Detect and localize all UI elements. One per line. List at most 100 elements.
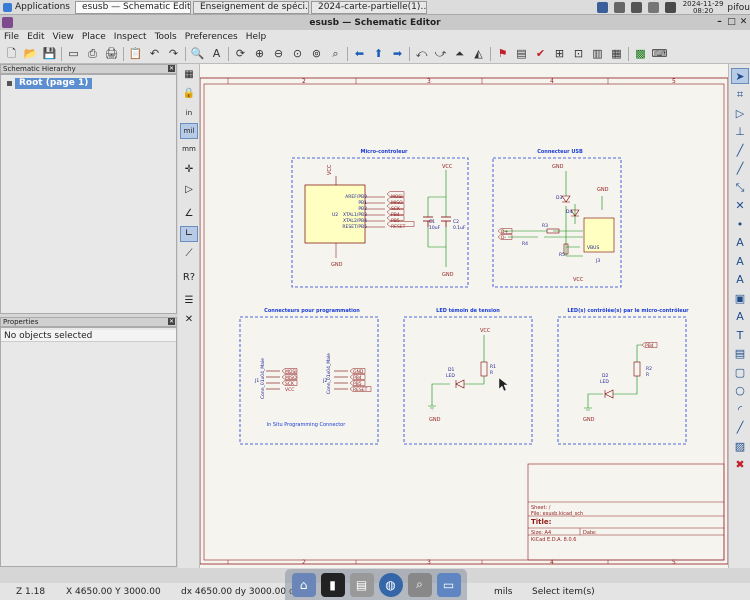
applications-menu[interactable]: Applications	[0, 0, 73, 15]
navigate-back-icon[interactable]: ⬅	[354, 47, 365, 60]
navigate-up-icon[interactable]: ⬆	[373, 47, 384, 60]
navigate-forward-icon[interactable]: ➡	[392, 47, 403, 60]
net-label-icon[interactable]: A	[736, 236, 744, 249]
new-icon[interactable]: 🗋	[7, 47, 16, 60]
menu-place[interactable]: Place	[81, 32, 106, 42]
home-folder-icon[interactable]: ⌂	[291, 572, 316, 597]
maximize-icon[interactable]: □	[727, 17, 736, 27]
window-titlebar[interactable]: esusb — Schematic Editor – □ ✕	[0, 15, 750, 30]
open-icon[interactable]: 📂	[23, 47, 38, 60]
line-mode-45-icon[interactable]: ⟋	[185, 248, 193, 259]
arc-icon[interactable]: ◜	[737, 402, 743, 416]
erc-icon[interactable]: ⚑	[497, 47, 508, 60]
task-document[interactable]: 2024-carte-partielle(1)…	[310, 0, 427, 14]
hier-label-icon[interactable]: A	[736, 273, 744, 286]
rectangle-icon[interactable]: ▢	[734, 365, 746, 379]
close-panel-icon[interactable]: ✕	[168, 318, 175, 325]
user-name[interactable]: pifou	[727, 2, 750, 13]
menu-file[interactable]: File	[4, 32, 20, 42]
browser-icon[interactable]: ◍	[378, 572, 403, 597]
title-block[interactable]: Sheet: / File: esusb.kicad_sch Title: Si…	[527, 463, 725, 561]
close-icon[interactable]: ✕	[739, 17, 748, 27]
mcu-symbol[interactable]: VCC AREF/PB0 PB1 PB2 XTAL1/PB3 XTAL2/PB4…	[304, 164, 415, 268]
zoom-out-icon[interactable]: ⊖	[273, 47, 284, 60]
no-connect-icon[interactable]: ✕	[735, 199, 745, 212]
battery-icon[interactable]	[664, 2, 676, 13]
bom-icon[interactable]: ▦	[611, 47, 622, 60]
cursor-shape-icon[interactable]: ✛	[184, 164, 194, 175]
footprint-assign-icon[interactable]: ▥	[592, 47, 603, 60]
keyboard-icon[interactable]	[613, 2, 625, 13]
units-mm-button[interactable]: mm	[182, 145, 196, 153]
page-setup-icon[interactable]: ▭	[68, 47, 79, 60]
add-symbol-icon[interactable]: ▷	[735, 106, 745, 120]
menu-help[interactable]: Help	[245, 32, 267, 42]
text-box-icon[interactable]: ▤	[734, 347, 746, 360]
global-label-icon[interactable]: A	[736, 254, 744, 268]
screen-icon[interactable]	[647, 2, 659, 13]
rotate-cw-icon[interactable]: ⤻	[434, 47, 447, 60]
add-bus-icon[interactable]: ╱	[736, 162, 744, 175]
erc-lock-icon[interactable]: 🔒	[182, 88, 196, 99]
grid-icon[interactable]: ▦	[184, 69, 194, 80]
led-power-circuit[interactable]: VCC R1 R D1 LED GND	[428, 328, 496, 423]
mirror-horizontal-icon[interactable]: ◭	[474, 47, 483, 60]
line-mode-free-icon[interactable]: ∠	[184, 208, 194, 219]
add-text-icon[interactable]: T	[736, 328, 744, 342]
add-wire-icon[interactable]: ╱	[736, 143, 744, 157]
clock[interactable]: 2024-11-29 08:20	[683, 0, 724, 15]
zoom-objects-icon[interactable]: ⊚	[311, 47, 322, 60]
find-icon[interactable]: 🔍	[190, 47, 205, 60]
minimize-icon[interactable]: –	[717, 17, 722, 27]
folder-icon[interactable]: ▭	[436, 572, 461, 597]
task-firefox[interactable]: Enseignement de spéci…	[192, 0, 309, 14]
erc-check-icon[interactable]: ✔	[535, 47, 546, 60]
symbol-editor-icon[interactable]: ⊞	[554, 47, 565, 60]
hierarchy-root-item[interactable]: Root (page 1)	[15, 78, 93, 89]
save-icon[interactable]: 💾	[42, 47, 57, 60]
import-sheet-pin-icon[interactable]: A	[736, 310, 744, 323]
annotate-toggle-icon[interactable]: R?	[182, 272, 196, 283]
task-kicad[interactable]: esusb — Schematic Editor	[74, 0, 191, 14]
delete-icon[interactable]: ✖	[735, 458, 745, 471]
tools-icon[interactable]: ✕	[184, 314, 194, 325]
pcb-editor-icon[interactable]: ▩	[635, 47, 646, 60]
zoom-area-icon[interactable]: ⌕	[332, 47, 339, 60]
units-mil-button[interactable]: mil	[180, 123, 198, 139]
block-programming[interactable]	[239, 316, 379, 445]
select-arrow-icon[interactable]: ➤	[731, 68, 749, 84]
menu-edit[interactable]: Edit	[27, 32, 45, 42]
properties-panel-icon[interactable]: ☰	[184, 295, 194, 306]
files-icon[interactable]: ▤	[349, 572, 374, 597]
highlight-net-icon[interactable]: ⌗	[736, 88, 744, 101]
menu-view[interactable]: View	[52, 32, 74, 42]
annotate-icon[interactable]: ▤	[516, 47, 527, 60]
decoupling-capacitors[interactable]: VCC C1 10uF C2 0.1uF GND	[423, 164, 466, 278]
block-led-power[interactable]	[403, 316, 533, 445]
line-mode-90-icon[interactable]: ∟	[180, 226, 198, 242]
hier-sheet-icon[interactable]: ▣	[734, 291, 746, 305]
scripting-icon[interactable]: ⌨	[651, 47, 668, 60]
hidden-pins-icon[interactable]: ▷	[185, 184, 193, 195]
mirror-vertical-icon[interactable]: ⏶	[455, 47, 464, 60]
plot-icon[interactable]: 🖨	[104, 47, 119, 60]
undo-icon[interactable]: ↶	[149, 47, 160, 60]
units-in-button[interactable]: in	[185, 109, 193, 117]
symbol-browser-icon[interactable]: ⊡	[573, 47, 584, 60]
circle-icon[interactable]: ○	[735, 384, 745, 397]
image-icon[interactable]: ▨	[734, 439, 746, 453]
junction-icon[interactable]: •	[736, 217, 744, 231]
zoom-fit-icon[interactable]: ⊙	[292, 47, 303, 60]
led-mcu-circuit[interactable]: PB4 R2 R D2 LED GND	[583, 342, 658, 424]
menu-preferences[interactable]: Preferences	[184, 32, 238, 42]
menu-inspect[interactable]: Inspect	[113, 32, 147, 42]
block-mcu[interactable]	[291, 157, 469, 288]
find-replace-icon[interactable]: A	[212, 47, 221, 60]
rotate-ccw-icon[interactable]: ⤺	[415, 47, 428, 60]
close-panel-icon[interactable]: ✕	[168, 65, 175, 72]
network-icon[interactable]	[596, 2, 608, 13]
print-icon[interactable]: ⎙	[88, 47, 97, 60]
search-icon[interactable]: ⌕	[407, 572, 432, 597]
menu-tools[interactable]: Tools	[154, 32, 177, 42]
schematic-canvas[interactable]: 2 3 4 5 2 3 4 5 Micro-controleur Connect…	[200, 64, 728, 568]
